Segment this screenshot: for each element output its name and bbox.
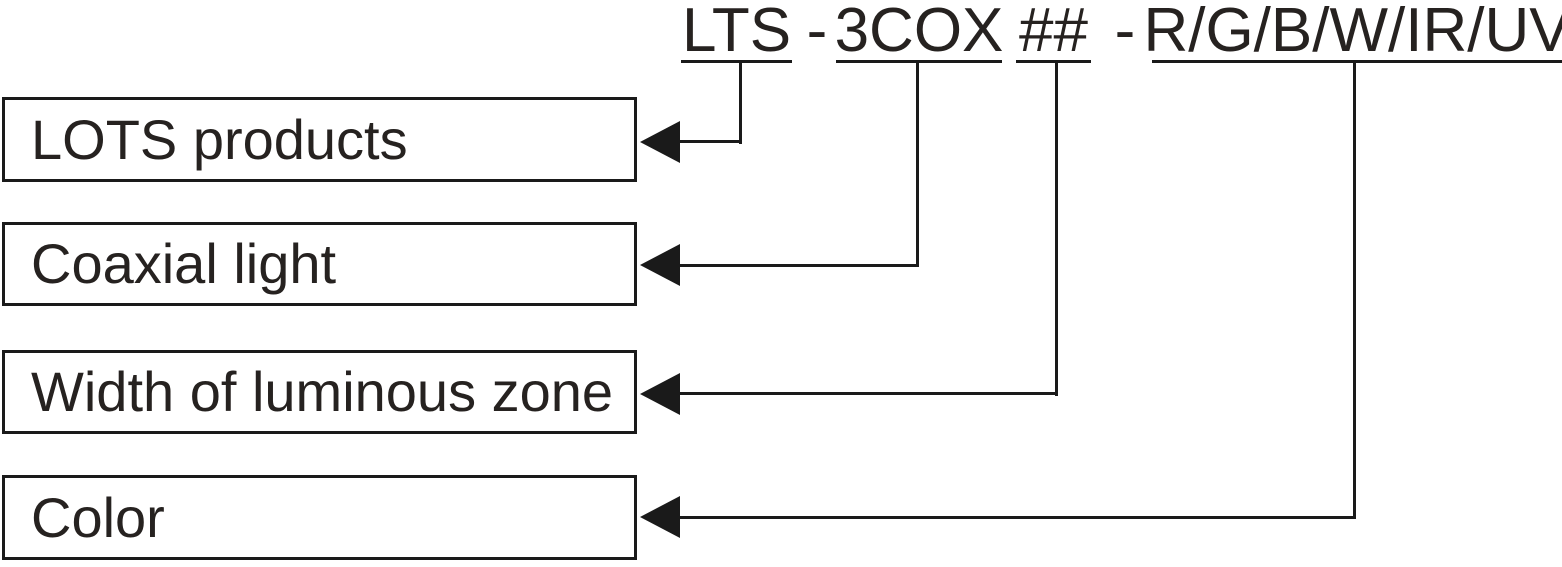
label-box-color: Color [2, 475, 637, 560]
code-segment-series: LTS [681, 0, 792, 65]
connector-vertical-series [739, 62, 742, 144]
arrow-left-icon [640, 244, 680, 286]
code-segment-color: R/G/B/W/IR/UV [1143, 0, 1562, 65]
connector-horizontal-size [676, 392, 1058, 395]
label-box-coaxial-light: Coaxial light [2, 222, 637, 306]
code-segment-type: 3COX [834, 0, 1004, 65]
label-text-color: Color [31, 485, 165, 549]
label-text-coaxial-light: Coaxial light [31, 232, 337, 295]
connector-vertical-color [1353, 62, 1356, 519]
label-box-width-of-luminous-zone: Width of luminous zone [2, 350, 637, 434]
connector-horizontal-color [676, 516, 1356, 519]
label-text-lots-products: LOTS products [31, 107, 408, 171]
code-segment-size: ## [1016, 0, 1091, 63]
code-separator-2: - [1114, 0, 1136, 65]
arrow-left-icon [640, 121, 680, 163]
label-box-lots-products: LOTS products [2, 97, 637, 182]
arrow-left-icon [640, 496, 680, 538]
code-separator-1: - [806, 0, 828, 65]
arrow-left-icon [640, 373, 680, 415]
label-text-width-of-luminous-zone: Width of luminous zone [31, 360, 614, 423]
connector-vertical-type [916, 62, 919, 267]
connector-vertical-size [1055, 62, 1058, 396]
connector-horizontal-series [676, 140, 742, 143]
connector-horizontal-type [676, 264, 919, 267]
